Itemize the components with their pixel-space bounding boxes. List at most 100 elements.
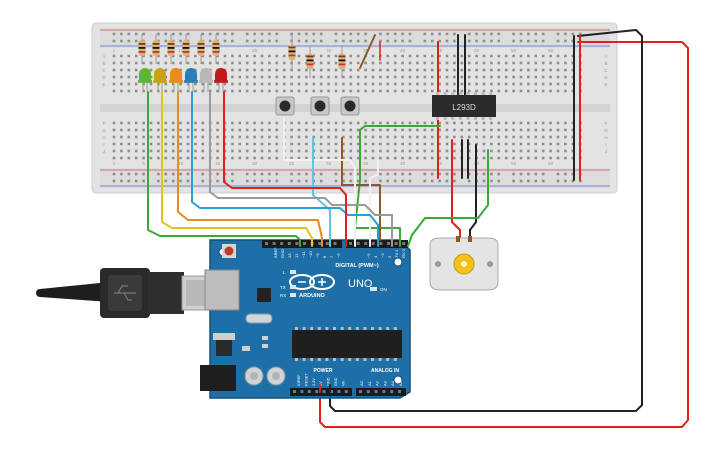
breadboard-hole xyxy=(519,68,523,72)
breadboard-hole xyxy=(297,149,301,153)
breadboard-hole xyxy=(245,82,249,86)
breadboard-hole xyxy=(379,75,382,79)
breadboard-hole xyxy=(527,75,530,79)
usb-icon xyxy=(114,285,136,301)
digital-pin-label: 8 xyxy=(322,255,327,258)
breadboard-hole xyxy=(423,54,427,58)
breadboard-hole xyxy=(268,121,271,125)
breadboard-hole xyxy=(312,82,316,86)
breadboard-hole xyxy=(549,135,552,139)
breadboard-hole xyxy=(460,68,464,72)
breadboard-hole xyxy=(490,135,493,139)
breadboard-hole xyxy=(393,39,397,43)
breadboard-hole xyxy=(134,135,138,139)
breadboard-hole xyxy=(112,121,116,125)
breadboard-hole xyxy=(171,179,175,183)
breadboard-hole xyxy=(423,82,427,86)
breadboard-row-label: F xyxy=(605,121,608,126)
resistor xyxy=(197,34,205,64)
breadboard-hole xyxy=(231,135,234,139)
breadboard-hole xyxy=(445,149,449,153)
breadboard-hole xyxy=(179,82,182,86)
breadboard-hole xyxy=(297,61,301,65)
breadboard-hole xyxy=(527,121,530,125)
breadboard-hole xyxy=(297,135,301,139)
header-wire-ends xyxy=(299,229,413,393)
breadboard-hole xyxy=(201,121,205,125)
breadboard-hole xyxy=(186,172,190,176)
breadboard-hole xyxy=(549,75,552,79)
breadboard-hole xyxy=(164,142,168,146)
breadboard-hole xyxy=(120,75,123,79)
power-pin-label: 3.3V xyxy=(312,378,316,386)
breadboard-hole xyxy=(334,54,338,58)
breadboard-hole xyxy=(319,61,323,65)
breadboard-hole xyxy=(527,128,530,132)
breadboard-hole xyxy=(541,149,545,153)
breadboard-row-label: E xyxy=(102,82,105,87)
breadboard-hole xyxy=(290,82,293,86)
breadboard-hole xyxy=(238,142,242,146)
breadboard-hole xyxy=(164,54,168,58)
breadboard-hole xyxy=(423,32,427,36)
breadboard-hole xyxy=(120,142,123,146)
wire-led-yellow xyxy=(161,91,313,239)
breadboard-hole xyxy=(134,89,138,93)
breadboard-hole xyxy=(120,156,123,160)
breadboard-hole xyxy=(445,142,449,146)
breadboard-hole xyxy=(223,54,227,58)
wire-led-gray xyxy=(209,91,393,239)
breadboard-hole xyxy=(327,149,330,153)
breadboard-hole xyxy=(445,128,449,132)
analog-pin-label: A2 xyxy=(375,380,380,386)
breadboard-hole xyxy=(238,121,242,125)
breadboard-hole xyxy=(349,32,353,36)
breadboard-hole xyxy=(127,149,131,153)
breadboard-hole xyxy=(260,121,264,125)
breadboard-hole xyxy=(297,75,301,79)
breadboard-hole xyxy=(201,179,205,183)
digital-pin-label: ~6 xyxy=(336,253,341,258)
breadboard-hole xyxy=(260,32,264,36)
breadboard-hole xyxy=(379,82,382,86)
breadboard-hole xyxy=(312,75,316,79)
breadboard-hole xyxy=(527,61,530,65)
breadboard-hole xyxy=(386,128,390,132)
breadboard-hole xyxy=(490,179,493,183)
breadboard-hole xyxy=(423,68,427,72)
breadboard-hole xyxy=(482,172,486,176)
breadboard-hole xyxy=(297,39,301,43)
breadboard-hole xyxy=(453,135,456,139)
breadboard-hole xyxy=(541,128,545,132)
breadboard-hole xyxy=(438,149,441,153)
breadboard-hole xyxy=(253,39,256,43)
breadboard-hole xyxy=(504,68,508,72)
breadboard-hole xyxy=(386,121,390,125)
breadboard-hole xyxy=(305,142,308,146)
breadboard-hole xyxy=(519,32,523,36)
breadboard-hole xyxy=(379,172,382,176)
breadboard-hole xyxy=(475,121,478,125)
pushbutton-2[interactable] xyxy=(310,96,330,116)
breadboard-hole xyxy=(134,121,138,125)
pushbutton-1[interactable] xyxy=(275,96,295,116)
breadboard-hole xyxy=(245,156,249,160)
breadboard-hole xyxy=(253,68,256,72)
breadboard-hole xyxy=(127,172,131,176)
digital-pin-label: ~5 xyxy=(366,253,371,258)
breadboard-hole xyxy=(467,156,471,160)
breadboard-hole xyxy=(475,39,478,43)
analog-pin-label: A0 xyxy=(359,380,364,386)
pushbutton-3[interactable] xyxy=(340,96,360,116)
breadboard-hole xyxy=(253,172,256,176)
breadboard-hole xyxy=(379,32,382,36)
led xyxy=(199,68,213,92)
breadboard-hole xyxy=(238,128,242,132)
breadboard-hole xyxy=(564,54,567,58)
breadboard-hole xyxy=(120,39,123,43)
breadboard-hole xyxy=(416,121,419,125)
breadboard-hole xyxy=(364,32,367,36)
breadboard-hole xyxy=(379,149,382,153)
breadboard-hole xyxy=(290,179,293,183)
reset-button[interactable] xyxy=(222,244,236,258)
